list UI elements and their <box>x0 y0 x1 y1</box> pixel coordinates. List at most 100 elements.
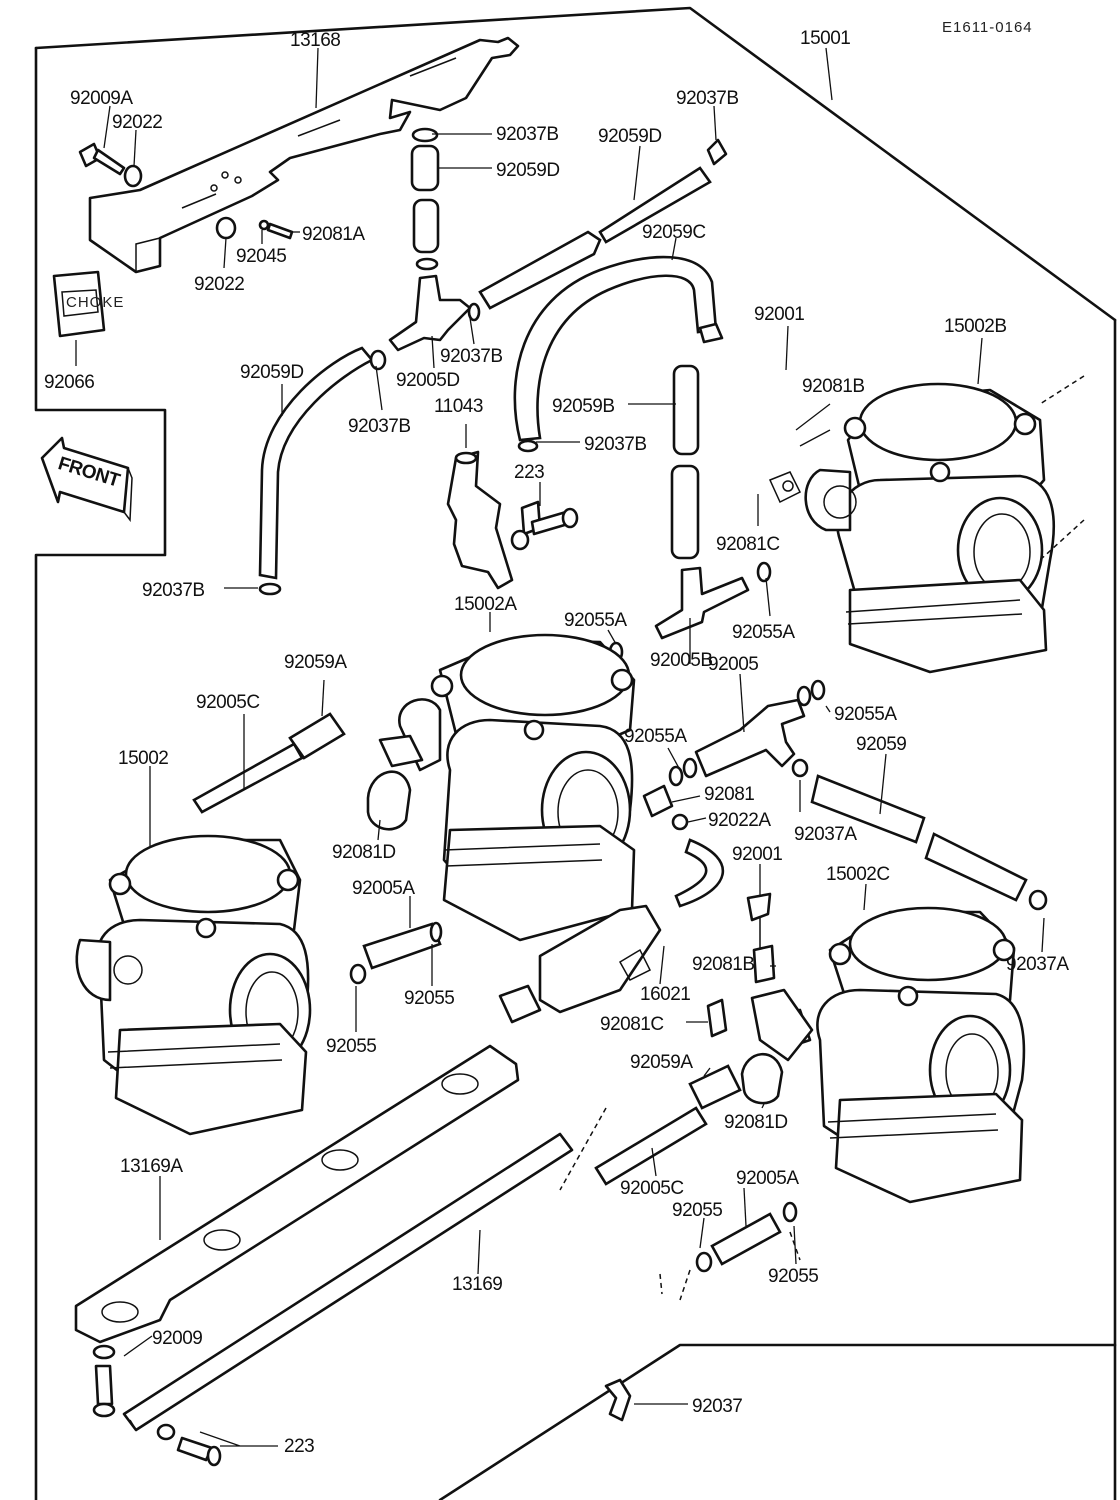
throttle-link-16021 <box>498 838 724 1024</box>
label-92037B-c: 92037B <box>440 346 503 367</box>
carburetor-15002A <box>378 633 636 942</box>
label-92037B-b: 92037B <box>676 88 739 109</box>
washer-92022A <box>671 813 689 831</box>
label-92005B: 92005B <box>650 650 713 671</box>
label-92055-lower-left: 92055 <box>672 1200 722 1221</box>
pipe-92005C-lower <box>594 1106 708 1186</box>
label-15002: 15002 <box>118 748 168 769</box>
label-92059D-top: 92059D <box>496 160 560 181</box>
leader-lines <box>75 47 1045 1447</box>
label-15002C: 15002C <box>826 864 890 885</box>
screw-223-lower <box>156 1423 222 1467</box>
adjuster-92001-lower <box>706 892 814 1062</box>
assembly-boundary <box>34 6 1117 1500</box>
label-92059C: 92059C <box>642 222 706 243</box>
holder-plate-13169 <box>122 1132 574 1432</box>
label-13169: 13169 <box>452 1274 502 1295</box>
carburetor-15002C <box>768 906 1026 1204</box>
label-92059D-right: 92059D <box>598 126 662 147</box>
pipe-92005A-center <box>349 921 443 985</box>
clamp-92037A-right <box>1028 889 1048 911</box>
label-92055-upper: 92055 <box>404 988 454 1009</box>
label-92081B-upper: 92081B <box>802 376 865 397</box>
label-11043: 11043 <box>434 396 483 417</box>
part-labels: 13168 15001 92009A 92022 92037B 92037B 9… <box>44 28 1070 1457</box>
label-92037A-right: 92037A <box>1006 954 1069 975</box>
holder-plate-13169A <box>74 1044 520 1344</box>
label-92059D-left: 92059D <box>240 362 304 383</box>
spring-92081 <box>642 784 674 818</box>
label-92022-lower: 92022 <box>194 274 244 295</box>
assembly-dashes <box>559 375 1085 1301</box>
label-92055-left: 92055 <box>326 1036 376 1057</box>
spring-92081D <box>366 770 412 831</box>
screw-223-upper <box>510 500 579 551</box>
top-bracket-13168 <box>88 36 520 274</box>
label-223-lower: 223 <box>284 1436 314 1457</box>
spring-92081D-lower <box>740 1052 784 1105</box>
label-92009: 92009 <box>152 1328 202 1349</box>
label-92037A-center: 92037A <box>794 824 857 845</box>
label-92037B-d: 92037B <box>348 416 411 437</box>
label-92037B-a: 92037B <box>496 124 559 145</box>
fitting-92005 <box>668 679 826 787</box>
bolt-92009A <box>78 142 126 176</box>
screw-92009 <box>92 1344 116 1418</box>
choke-sticker-92066: CHOKE <box>52 270 124 338</box>
washer-92022-top <box>123 164 143 188</box>
label-92005C-upper: 92005C <box>196 692 260 713</box>
label-92055A-a: 92055A <box>564 610 627 631</box>
label-92081C-lower: 92081C <box>600 1014 664 1035</box>
label-92066: 92066 <box>44 372 94 393</box>
label-92037B-e: 92037B <box>584 434 647 455</box>
label-92059A-lower: 92059A <box>630 1052 693 1073</box>
label-92001-lower: 92001 <box>732 844 782 865</box>
hose-92059-b <box>924 832 1028 902</box>
diagram-code: E1611-0164 <box>942 19 1033 36</box>
label-92045: 92045 <box>236 246 286 267</box>
spring-92081A <box>266 222 294 240</box>
hose-92059B <box>672 364 700 456</box>
label-15001: 15001 <box>800 28 850 49</box>
label-92059A-upper: 92059A <box>284 652 347 673</box>
label-92081D-lower: 92081D <box>724 1112 788 1133</box>
label-92005A-lower: 92005A <box>736 1168 799 1189</box>
vent-hoses-upper <box>258 127 728 596</box>
label-13169A: 13169A <box>120 1156 183 1177</box>
label-92055A-d: 92055A <box>624 726 687 747</box>
clamp-92037A <box>791 758 809 778</box>
hose-92059A-lower <box>688 1064 742 1110</box>
choke-sticker-text: CHOKE <box>66 294 124 311</box>
label-15002B: 15002B <box>944 316 1007 337</box>
label-13168: 13168 <box>290 30 340 51</box>
bracket-11043 <box>446 450 514 590</box>
label-92005: 92005 <box>708 654 758 675</box>
label-92022A: 92022A <box>708 810 771 831</box>
label-92081C-upper: 92081C <box>716 534 780 555</box>
label-92037: 92037 <box>692 1396 742 1417</box>
pipe-92005C-left <box>192 712 346 814</box>
label-92081D-upper: 92081D <box>332 842 396 863</box>
label-92081A: 92081A <box>302 224 365 245</box>
label-15002A: 15002A <box>454 594 517 615</box>
label-223-upper: 223 <box>514 462 544 483</box>
label-92005A-upper: 92005A <box>352 878 415 899</box>
ball-92045 <box>258 219 270 231</box>
label-92001-upper: 92001 <box>754 304 804 325</box>
hose-92059B-lower <box>670 464 700 560</box>
label-92005D: 92005D <box>396 370 460 391</box>
label-92059: 92059 <box>856 734 906 755</box>
label-92081: 92081 <box>704 784 754 805</box>
carburetor-15002 <box>75 834 312 1136</box>
label-92022-upper: 92022 <box>112 112 162 133</box>
label-92081B-lower: 92081B <box>692 954 755 975</box>
label-92055A-c: 92055A <box>834 704 897 725</box>
pipe-92005A-lower <box>695 1201 798 1273</box>
washer-92022-lower <box>215 216 237 240</box>
label-92055-lower-right: 92055 <box>768 1266 818 1287</box>
label-92005C-lower: 92005C <box>620 1178 684 1199</box>
front-arrow: FRONT <box>40 436 133 523</box>
clamp-92037 <box>604 1378 632 1422</box>
